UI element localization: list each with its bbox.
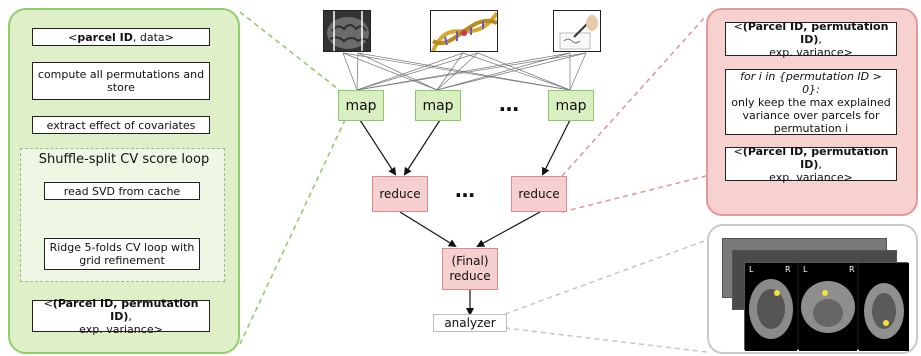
box-text-bold: (Parcel ID, permutation ID) [52,296,199,323]
box-line: <(Parcel ID, permutation ID), [730,20,892,46]
box-text-bold: (Parcel ID, permutation ID) [742,19,889,46]
final-reduce-node: (Final) reduce [442,248,498,290]
brain-slices-front: L R L R [744,262,909,351]
box-text: < [733,144,743,158]
extract-covariates-box: extract effect of covariates [32,116,210,134]
reduce-input-box: <(Parcel ID, permutation ID), exp. varia… [725,20,897,59]
dna-icon [430,10,498,52]
read-svd-box: read SVD from cache [44,182,200,200]
slice-label-right: R [849,265,855,274]
box-text: , data> [132,30,174,44]
map-ellipsis: … [499,92,521,116]
brain-icon [323,10,371,52]
box-text-bold: parcel ID [77,30,133,44]
map-node-3: map [548,90,594,121]
box-text: < [733,19,743,33]
map-node-1: map [338,90,384,121]
reduce-node-2: reduce [511,176,567,212]
box-line: exp. variance> [769,170,853,184]
node-line: reduce [449,269,491,283]
shuffle-split-title: Shuffle-split CV score loop [38,152,210,167]
reduce-ellipsis: … [455,178,477,202]
box-text: , [128,309,132,323]
writing-hand-icon [553,10,601,52]
max-variance-box: for i in {permutation ID > 0}: only keep… [725,69,897,135]
slice-label-left: L [803,265,808,274]
input-parcel-box: <parcel ID, data> [32,28,210,46]
slice-label-left: L [749,265,754,274]
box-line: exp. variance> [79,322,163,336]
box-text: , [818,157,822,171]
box-line: exp. variance> [769,45,853,59]
reduce-output-box: <(Parcel ID, permutation ID), exp. varia… [725,145,897,184]
box-text: , [818,32,822,46]
box-text-italic: for i in {permutation ID > 0}: [740,69,882,96]
analyzer-node: analyzer [433,314,507,332]
box-line: <(Parcel ID, permutation ID), [37,297,205,323]
ridge-cv-box: Ridge 5-folds CV loop with grid refineme… [44,238,200,270]
map-node-2: map [415,90,461,121]
compute-permutations-box: compute all permutations and store [32,62,210,100]
slice-label-right: R [785,265,791,274]
box-text-bold: (Parcel ID, permutation ID) [742,144,889,171]
node-line: (Final) [451,254,489,268]
reduce-node-1: reduce [372,176,428,212]
output-parcel-box: <(Parcel ID, permutation ID), exp. varia… [32,297,210,336]
box-line: <(Parcel ID, permutation ID), [730,145,892,171]
box-text: < [43,296,53,310]
box-text: only keep the max explained variance ove… [731,95,891,135]
box-text: < [68,30,78,44]
